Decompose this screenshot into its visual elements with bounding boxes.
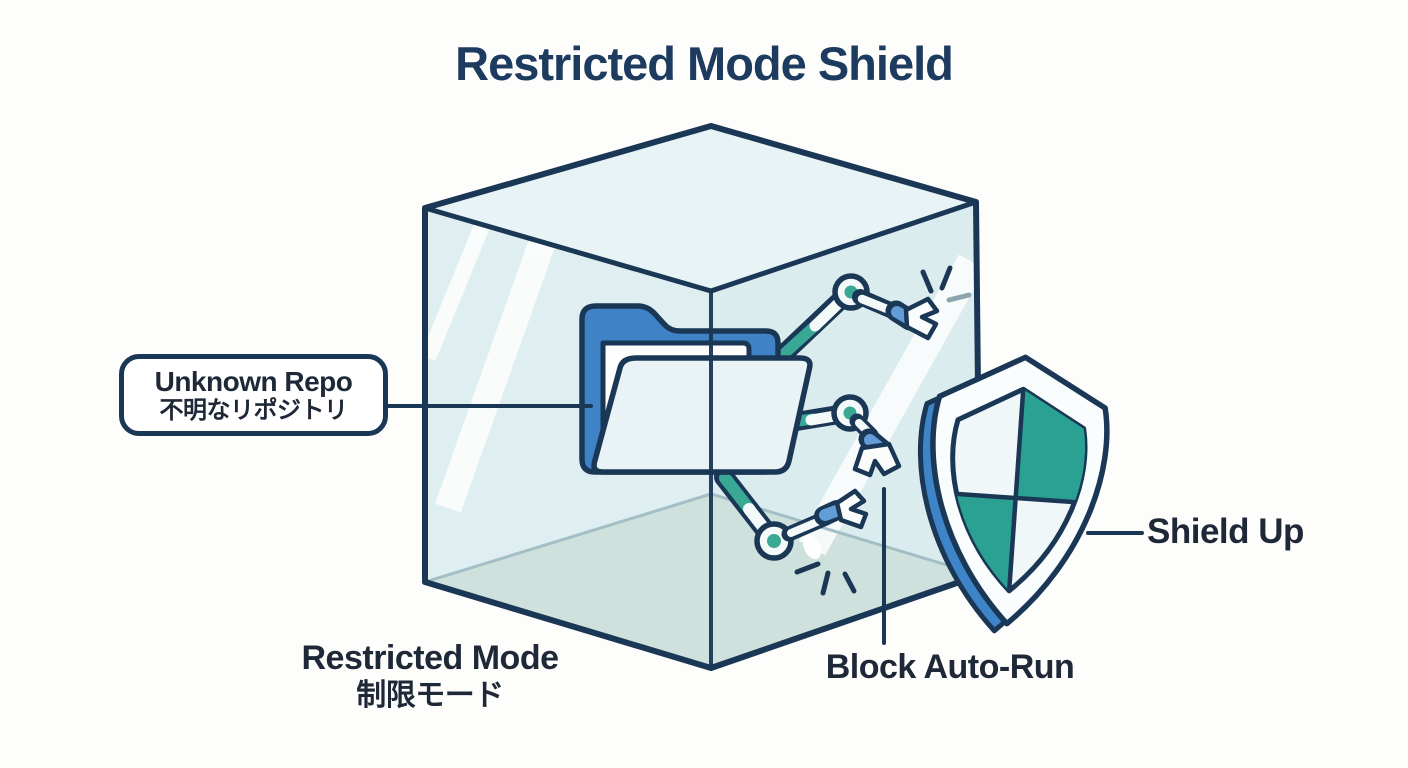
callout-block-auto-run: Block Auto-Run — [825, 648, 1075, 686]
unknown-repo-label-en: Unknown Repo — [154, 365, 353, 397]
page-title: Restricted Mode Shield — [455, 37, 954, 90]
callout-lines — [386, 404, 886, 645]
robot-arm-lower — [714, 467, 869, 561]
robot-arm-upper — [763, 273, 940, 374]
spark-icons — [794, 265, 972, 596]
spark-upper — [920, 265, 972, 303]
spark-lower — [794, 534, 857, 596]
cube-top-face — [425, 126, 976, 291]
restricted-mode-label-ja: 制限モード — [356, 679, 504, 712]
unknown-repo-label-ja: 不明なリポジトリ — [159, 397, 349, 425]
folder-front-flap — [591, 355, 813, 475]
cube-floor — [425, 494, 980, 668]
callout-restricted-mode: Restricted Mode 制限モード — [276, 641, 584, 711]
callout-shield-up: Shield Up — [1147, 512, 1304, 551]
gripper-claw-icon — [852, 441, 902, 478]
gripper-claw-icon — [834, 488, 869, 530]
folder-icon — [579, 303, 813, 475]
robot-arm-icons — [714, 273, 940, 561]
shield-icon — [917, 354, 1110, 634]
callout-unknown-repo: Unknown Repo 不明なリポジトリ — [119, 354, 388, 436]
gripper-claw-icon — [903, 296, 940, 341]
restricted-mode-label-en: Restricted Mode — [301, 639, 560, 677]
